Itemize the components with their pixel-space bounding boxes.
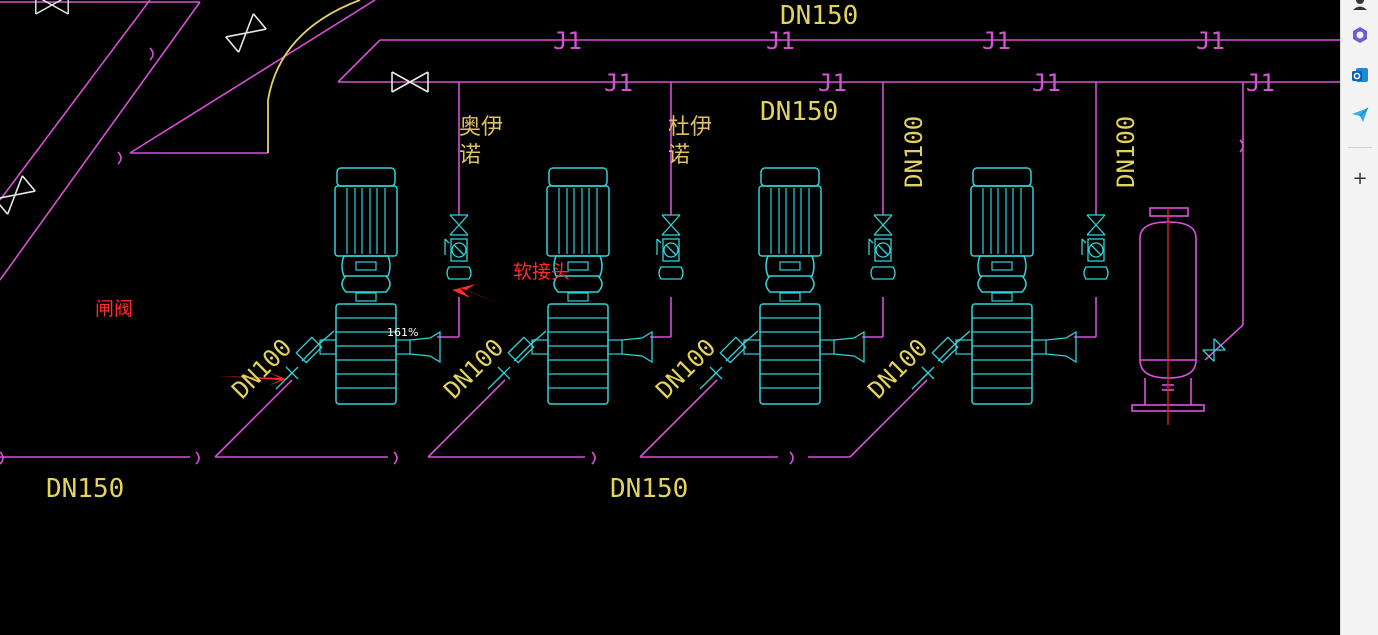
dn-suction-2: DN100 xyxy=(438,333,509,404)
cad-drawing[interactable]: J1 J1 J1 J1 J1 J1 J1 J1 DN150 DN150 DN15… xyxy=(0,0,1340,635)
pump-name-2-line2: 诺 xyxy=(668,143,690,168)
valve-stack-1[interactable] xyxy=(444,214,472,280)
user-icon[interactable] xyxy=(1350,0,1370,12)
pump-2[interactable] xyxy=(531,167,653,405)
valve-stack-3[interactable] xyxy=(868,214,896,280)
svg-text:J1: J1 xyxy=(553,27,582,55)
svg-text:J1: J1 xyxy=(1032,69,1061,97)
add-button[interactable]: + xyxy=(1352,168,1368,189)
sidebar-divider xyxy=(1348,147,1372,148)
copilot-icon[interactable] xyxy=(1350,25,1370,45)
j1-labels: J1 J1 J1 J1 J1 J1 J1 J1 xyxy=(553,27,1275,97)
dn-branch-vertical-1: DN100 xyxy=(900,116,928,188)
dn-bottom-left: DN150 xyxy=(46,474,124,504)
valve-stack-2[interactable] xyxy=(656,214,684,280)
callout-gate-valve: 闸阀 xyxy=(95,298,133,320)
pump-4[interactable] xyxy=(955,167,1077,405)
svg-text:J1: J1 xyxy=(766,27,795,55)
pump-name-1-line1: 奥伊 xyxy=(459,115,503,140)
piping xyxy=(0,0,1340,458)
svg-text:J1: J1 xyxy=(982,27,1011,55)
pump-3[interactable] xyxy=(743,167,865,405)
edge-sidebar: + xyxy=(1340,0,1378,635)
dn-suction-3: DN100 xyxy=(650,333,721,404)
dn-bottom-mid: DN150 xyxy=(610,474,688,504)
svg-text:J1: J1 xyxy=(818,69,847,97)
tank-valve xyxy=(1202,338,1226,362)
outlook-icon[interactable] xyxy=(1350,65,1370,85)
zoom-indicator: 161% xyxy=(387,326,418,339)
send-icon[interactable] xyxy=(1350,105,1370,125)
butterfly-valves xyxy=(0,0,429,216)
callout-flexible-joint: 软接头 xyxy=(513,261,570,283)
pump-1[interactable] xyxy=(319,167,441,405)
dn-suction-4: DN100 xyxy=(862,333,933,404)
yellow-duct xyxy=(267,0,361,153)
valve-stack-4[interactable] xyxy=(1081,214,1109,280)
dn-upper: DN150 xyxy=(760,97,838,127)
svg-text:J1: J1 xyxy=(1246,69,1275,97)
dn-top-main: DN150 xyxy=(780,1,858,31)
dn-branch-vertical-2: DN100 xyxy=(1112,116,1140,188)
pump-name-2-line1: 杜伊 xyxy=(668,115,712,140)
callout-arrows xyxy=(218,284,505,386)
pump-name-1-line2: 诺 xyxy=(459,143,481,168)
svg-text:J1: J1 xyxy=(604,69,633,97)
line-code-marks xyxy=(0,47,1244,465)
svg-text:J1: J1 xyxy=(1196,27,1225,55)
dn-suction-1: DN100 xyxy=(226,333,297,404)
